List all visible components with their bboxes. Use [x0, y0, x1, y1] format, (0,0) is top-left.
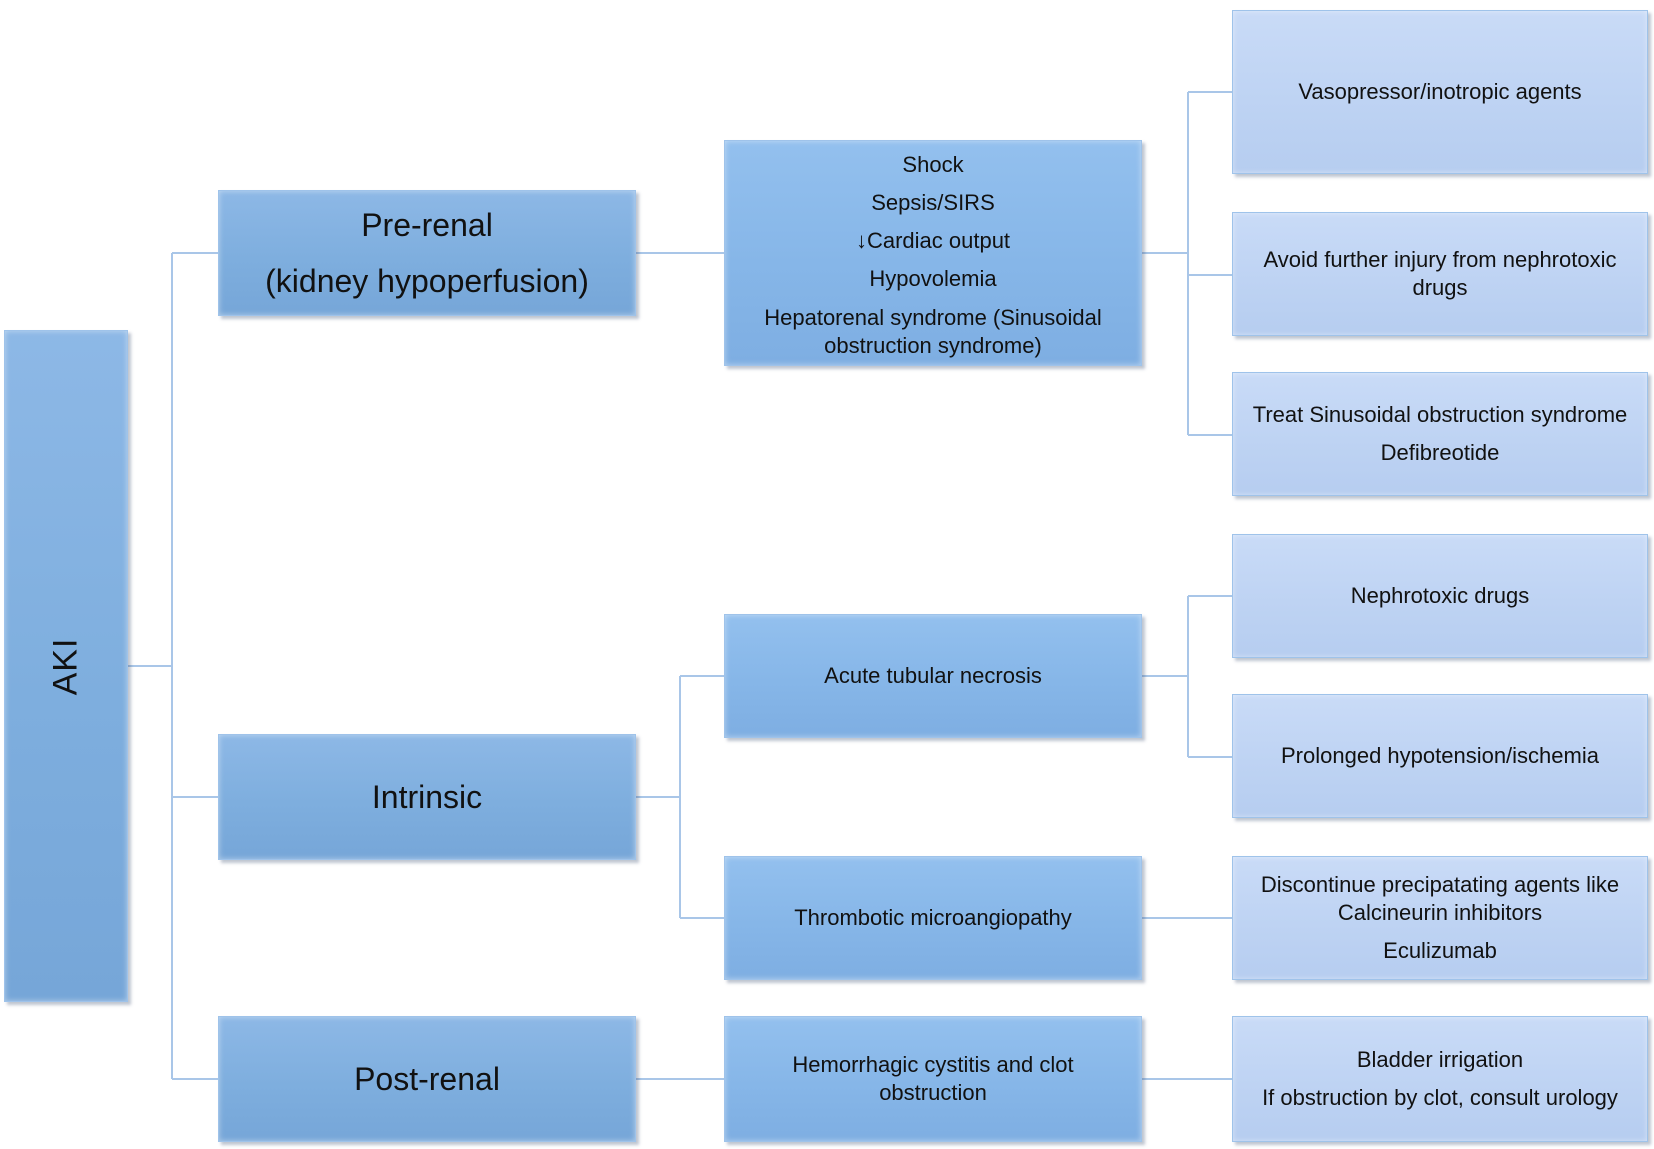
hemorrhagic-line1: Hemorrhagic cystitis and clot: [792, 1052, 1074, 1077]
prerenal-title: Pre-renal: [361, 207, 493, 243]
cause-sepsis: Sepsis/SIRS: [871, 190, 995, 215]
tma-label: Thrombotic microangiopathy: [794, 905, 1072, 930]
intrinsic-box: Intrinsic: [218, 734, 636, 860]
cause-hepatorenal-line1: Hepatorenal syndrome (Sinusoidal: [764, 305, 1102, 330]
vasopressor-box: Vasopressor/inotropic agents: [1232, 10, 1648, 174]
avoid-injury-line1: Avoid further injury from nephrotoxic: [1263, 247, 1617, 272]
bladder-box: Bladder irrigation If obstruction by clo…: [1232, 1016, 1648, 1142]
cause-hepatorenal-line2: obstruction syndrome): [824, 333, 1042, 358]
discontinue-line2: Calcineurin inhibitors: [1337, 900, 1543, 925]
prerenal-box: Pre-renal (kidney hypoperfusion): [218, 190, 636, 316]
tma-box: Thrombotic microangiopathy: [724, 856, 1142, 980]
postrenal-box: Post-renal: [218, 1016, 636, 1142]
hypotension-label: Prolonged hypotension/ischemia: [1281, 743, 1599, 768]
nephrotoxic-label: Nephrotoxic drugs: [1350, 583, 1530, 608]
aki-box: AKI: [4, 330, 128, 1002]
sos-line2: Defibreotide: [1380, 440, 1500, 465]
hemorrhagic-box: Hemorrhagic cystitis and clot obstructio…: [724, 1016, 1142, 1142]
prerenal-causes-box: Shock Sepsis/SIRS ↓Cardiac output Hypovo…: [724, 140, 1142, 366]
discontinue-box: Discontinue precipatating agents like Ca…: [1232, 856, 1648, 980]
discontinue-line3: Eculizumab: [1383, 938, 1497, 963]
sos-line1: Treat Sinusoidal obstruction syndrome: [1252, 402, 1628, 427]
vasopressor-label: Vasopressor/inotropic agents: [1298, 79, 1582, 104]
discontinue-line1: Discontinue precipatating agents like: [1260, 872, 1620, 897]
atn-label: Acute tubular necrosis: [824, 663, 1042, 688]
postrenal-title: Post-renal: [354, 1061, 500, 1097]
avoid-injury-box: Avoid further injury from nephrotoxic dr…: [1232, 212, 1648, 336]
cause-cardiac-output: ↓Cardiac output: [855, 228, 1011, 253]
avoid-injury-line2: drugs: [1412, 275, 1468, 300]
aki-label: AKI: [46, 637, 85, 695]
sos-box: Treat Sinusoidal obstruction syndrome De…: [1232, 372, 1648, 496]
cause-shock: Shock: [902, 152, 964, 177]
bladder-line1: Bladder irrigation: [1356, 1047, 1524, 1072]
cause-hypovolemia: Hypovolemia: [869, 266, 997, 291]
atn-box: Acute tubular necrosis: [724, 614, 1142, 738]
hemorrhagic-line2: obstruction: [879, 1080, 987, 1105]
prerenal-subtitle: (kidney hypoperfusion): [265, 263, 589, 299]
bladder-line2: If obstruction by clot, consult urology: [1262, 1085, 1618, 1110]
hypotension-box: Prolonged hypotension/ischemia: [1232, 694, 1648, 818]
intrinsic-title: Intrinsic: [371, 779, 483, 815]
nephrotoxic-box: Nephrotoxic drugs: [1232, 534, 1648, 658]
